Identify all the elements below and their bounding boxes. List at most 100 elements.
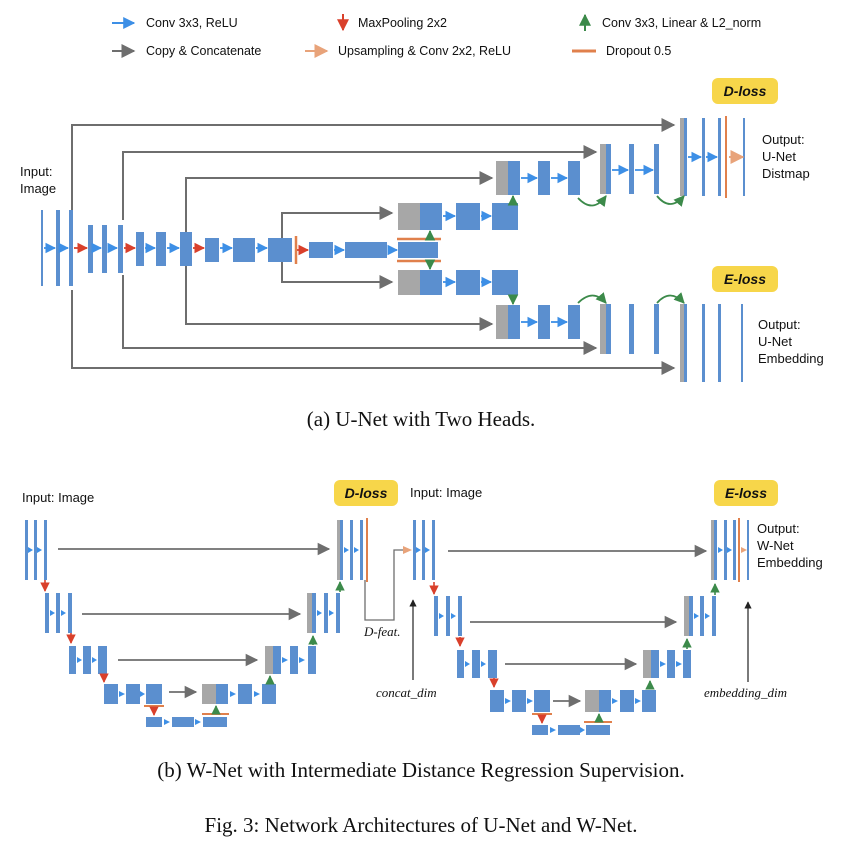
unet-d-loss-badge — [712, 78, 778, 104]
unet-skip-connections — [71, 118, 676, 375]
wr-dec4-gray — [585, 690, 599, 712]
unet-diagram: Input: Image — [20, 78, 824, 431]
wl-enc1 — [34, 520, 37, 580]
enc4-block — [205, 238, 219, 262]
wl-bottleneck — [203, 717, 227, 727]
d-feat-connector — [364, 549, 409, 621]
enc1-block — [56, 210, 60, 286]
wl-dec4-gray — [202, 684, 216, 704]
wnet-e-loss-label: E-loss — [725, 485, 767, 501]
wl-dec3 — [273, 646, 281, 674]
unet-e-loss-badge — [712, 266, 778, 292]
dec3b-block — [568, 305, 580, 339]
up-arrow-curve — [656, 195, 685, 207]
wl-dec2 — [324, 593, 328, 633]
embedding-dim-label: embedding_dim — [704, 685, 787, 700]
wl-enc3 — [98, 646, 107, 674]
wr-conv — [416, 547, 430, 553]
wl-enc2 — [45, 593, 49, 633]
wl-dec4 — [216, 684, 228, 704]
dec3b-gray — [496, 305, 508, 339]
wr-conv — [694, 613, 710, 619]
wr-dec1 — [724, 520, 727, 580]
skip-l3-top — [185, 171, 494, 233]
wl-dec1-gray — [337, 520, 340, 580]
enc2-block — [88, 225, 93, 273]
skip-l1-top — [71, 118, 676, 212]
dec2t-block — [654, 144, 659, 194]
skip-l2-top — [122, 145, 598, 220]
wr-enc1 — [413, 520, 416, 580]
unet-bottom-decoder — [398, 259, 743, 382]
dec3t-gray — [496, 161, 508, 195]
wnet-d-loss-label: D-loss — [345, 485, 388, 501]
dec4b-block — [456, 270, 480, 295]
wr-enc4 — [512, 690, 526, 712]
wr-dec2-gray — [684, 596, 689, 636]
wnet-diagram: Input: Image Input: Image D-loss E-loss — [22, 480, 823, 782]
legend-conv-label: Conv 3x3, ReLU — [146, 16, 238, 30]
wnet-output: Output: W-Net Embedding — [757, 521, 823, 570]
wr-dec3 — [651, 650, 659, 678]
wl-conv — [50, 610, 66, 616]
wl-conv — [344, 547, 359, 553]
wr-dec3 — [667, 650, 675, 678]
enc4-block — [233, 238, 255, 262]
up-arrow-curve — [656, 292, 685, 304]
wl-dec3 — [308, 646, 316, 674]
dec3b-block — [508, 305, 520, 339]
wnet-d-loss-badge — [334, 480, 398, 506]
legend-dropout-label: Dropout 0.5 — [606, 44, 671, 58]
wr-upsample — [741, 547, 747, 553]
wr-bottleneck — [586, 725, 610, 735]
wl-conv — [282, 657, 305, 663]
skip-l3-bot — [185, 262, 494, 331]
dec4t-block — [420, 203, 442, 230]
skip-l4-bot — [281, 262, 394, 289]
wr-bottleneck — [558, 725, 580, 735]
unet-top-output-line: Distmap — [762, 166, 810, 181]
unet-encoder — [41, 210, 441, 286]
dec2t-block — [629, 144, 634, 194]
wr-dec2 — [700, 596, 704, 636]
wl-dec2 — [336, 593, 340, 633]
wnet-right-input: Input: Image — [410, 485, 482, 500]
unet-d-loss-label: D-loss — [724, 83, 767, 99]
dec1b-block — [718, 304, 721, 382]
wr-dec2 — [689, 596, 693, 636]
enc3-block — [180, 232, 192, 266]
wr-conv — [660, 661, 682, 667]
enc2-block — [118, 225, 123, 273]
wl-enc3 — [83, 646, 91, 674]
wr-enc4 — [534, 690, 550, 712]
wl-bottleneck — [172, 717, 194, 727]
wnet-left-unet — [25, 518, 368, 727]
wl-dec4 — [262, 684, 276, 704]
enc4-block — [268, 238, 292, 262]
dec1t-gray — [680, 118, 684, 196]
dec4b-block — [420, 270, 442, 295]
unet-caption: (a) U-Net with Two Heads. — [307, 407, 536, 431]
wl-enc1 — [44, 520, 47, 580]
wr-dec4 — [620, 690, 634, 712]
wl-enc1 — [25, 520, 28, 580]
wr-dec4 — [599, 690, 611, 712]
legend: Conv 3x3, ReLU MaxPooling 2x2 Conv 3x3, … — [112, 13, 761, 58]
figure-caption: Fig. 3: Network Architectures of U-Net a… — [205, 813, 638, 837]
wnet-output-line: W-Net — [757, 538, 794, 553]
wl-enc4 — [146, 684, 162, 704]
unet-bottom-output-line: Embedding — [758, 351, 824, 366]
wr-enc2 — [458, 596, 462, 636]
wl-enc3 — [69, 646, 76, 674]
bottleneck-block — [309, 242, 333, 258]
wnet-output-line: Embedding — [757, 555, 823, 570]
wr-conv — [612, 698, 641, 704]
wl-conv — [119, 691, 145, 697]
legend-pool-label: MaxPooling 2x2 — [358, 16, 447, 30]
dec2t-block — [606, 144, 611, 194]
wr-bottleneck — [532, 725, 548, 735]
d-feat-arrowhead — [403, 546, 412, 554]
wnet-left-input: Input: Image — [22, 490, 94, 505]
bottleneck-block — [398, 242, 438, 258]
